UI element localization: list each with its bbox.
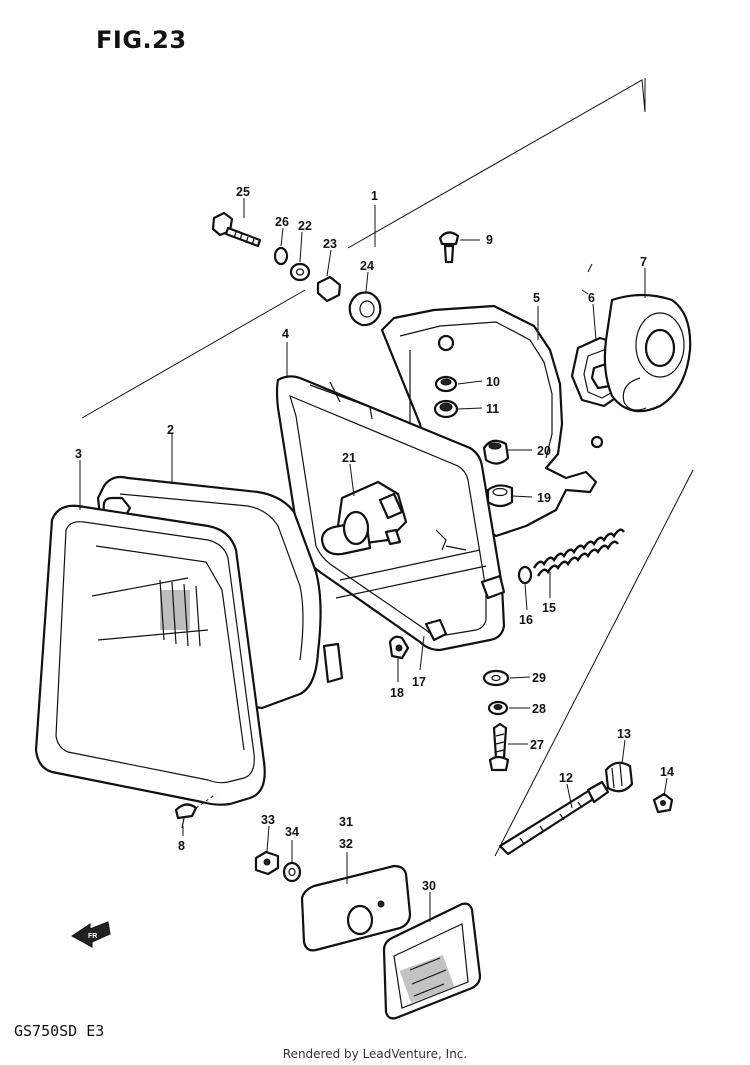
collar-23[interactable]	[316, 275, 342, 303]
front-direction-arrow-icon: FR	[71, 921, 111, 948]
callout-29: 29	[532, 671, 546, 685]
reflector-30[interactable]	[382, 902, 482, 1020]
adjusting-nut-13[interactable]	[604, 761, 634, 793]
callout-7: 7	[640, 255, 647, 269]
nut-18[interactable]	[388, 635, 410, 660]
callout-13: 13	[617, 727, 631, 741]
lock-washer-26[interactable]	[273, 246, 289, 266]
callout-27: 27	[530, 738, 544, 752]
callout-32: 32	[339, 837, 353, 851]
bulb-arrow	[581, 263, 593, 295]
callout-14: 14	[660, 765, 674, 779]
callout-16: 16	[519, 613, 533, 627]
callout-33: 33	[261, 813, 275, 827]
callout-1: 1	[371, 189, 378, 203]
cushion-24[interactable]	[348, 291, 382, 327]
spring-15[interactable]	[532, 528, 625, 577]
cushion-20[interactable]	[482, 439, 510, 465]
model-code: GS750SD E3	[14, 1022, 105, 1040]
screw-27[interactable]	[488, 722, 510, 772]
callout-5: 5	[533, 291, 540, 305]
callout-12: 12	[559, 771, 573, 785]
callout-21: 21	[342, 451, 356, 465]
assembly-bracket-1	[81, 78, 694, 857]
callout-22: 22	[298, 219, 312, 233]
render-credit: Rendered by LeadVenture, Inc.	[282, 1047, 468, 1061]
washer-34[interactable]	[282, 861, 302, 883]
callout-17: 17	[412, 675, 426, 689]
callout-23: 23	[323, 237, 337, 251]
callout-11: 11	[486, 402, 499, 416]
callout-6: 6	[588, 291, 595, 305]
callout-3: 3	[75, 447, 82, 461]
svg-text:FR: FR	[88, 933, 97, 940]
screw-8[interactable]	[174, 803, 198, 829]
leader-lines	[79, 198, 668, 922]
callout-28: 28	[532, 702, 546, 716]
callout-30: 30	[422, 879, 436, 893]
washer-29[interactable]	[482, 669, 510, 687]
callout-4: 4	[282, 327, 289, 341]
callout-9: 9	[486, 233, 493, 247]
emblem-plate-31-32[interactable]	[300, 864, 412, 952]
callout-31: 31	[339, 815, 353, 829]
bulb-21[interactable]	[320, 480, 408, 556]
cover-7[interactable]	[603, 293, 692, 413]
screw-14[interactable]	[652, 792, 674, 814]
callout-labels: 1 2 3 4 5 6 7 8 9 10 11 12 13 14 15 16 1…	[75, 185, 674, 893]
washer-22[interactable]	[289, 262, 311, 282]
figure-title: FIG.23	[96, 26, 187, 54]
callout-19: 19	[537, 491, 551, 505]
callout-24: 24	[360, 259, 374, 273]
callout-8: 8	[178, 839, 185, 853]
callout-15: 15	[542, 601, 556, 615]
collar-19[interactable]	[486, 484, 514, 508]
callout-25: 25	[236, 185, 250, 199]
cushion-10[interactable]	[434, 375, 458, 393]
callout-20: 20	[537, 444, 551, 458]
callout-10: 10	[486, 375, 500, 389]
callout-2: 2	[167, 423, 174, 437]
nut-28[interactable]	[487, 700, 509, 716]
callout-26: 26	[275, 215, 289, 229]
nut-11[interactable]	[433, 399, 459, 419]
callout-34: 34	[285, 825, 299, 839]
screw-9[interactable]	[438, 231, 460, 264]
lens-rim-3[interactable]	[34, 504, 266, 806]
callout-18: 18	[390, 686, 404, 700]
nut-33[interactable]	[254, 850, 280, 876]
adjusting-screw-12[interactable]	[498, 780, 610, 856]
washer-16[interactable]	[517, 565, 533, 585]
bolt-25[interactable]	[211, 211, 262, 248]
